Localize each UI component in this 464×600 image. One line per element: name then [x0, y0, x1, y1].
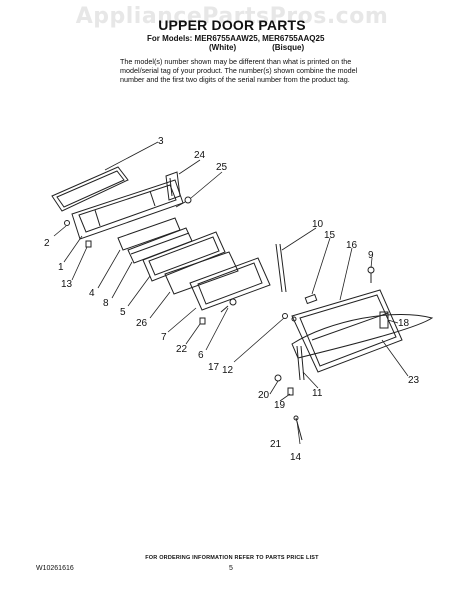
variant-bisque: (Bisque) — [272, 43, 305, 52]
part-9-screw — [367, 266, 375, 283]
watermark: AppliancePartsPros.com — [75, 4, 389, 29]
part-26-glass — [164, 251, 239, 295]
exploded-parts-diagram: 3 24 25 2 1 13 4 8 5 26 7 22 6 10 15 16 … — [44, 136, 434, 463]
callout-9: 9 — [368, 250, 374, 261]
models-line: For Models: MER6755AAW25, MER6755AAQ25 — [147, 34, 325, 43]
part-13-clip — [85, 240, 92, 248]
page-title: UPPER DOOR PARTS — [158, 17, 306, 33]
part-22-clip — [199, 317, 206, 325]
part-7-outer-door — [189, 257, 271, 311]
callout-8: 8 — [103, 298, 109, 309]
variant-white: (White) — [209, 43, 237, 52]
callout-1: 1 — [58, 262, 64, 273]
callout-2: 2 — [44, 238, 50, 249]
part-20-screw — [274, 374, 282, 382]
callout-6: 6 — [198, 350, 204, 361]
model-number-note: The model(s) number shown may be differe… — [120, 57, 358, 84]
callout-4: 4 — [89, 288, 95, 299]
callout-15: 15 — [324, 230, 336, 241]
part-2-screw — [64, 220, 70, 226]
callout-24: 24 — [194, 150, 206, 161]
callout-22: 22 — [176, 344, 188, 355]
callout-11: 11 — [312, 388, 323, 399]
callout-23: 23 — [408, 375, 420, 386]
document-number: W10261616 — [36, 565, 74, 572]
ordering-info: FOR ORDERING INFORMATION REFER TO PARTS … — [145, 555, 319, 561]
part-15-spacer — [304, 293, 318, 305]
callout-14: 14 — [290, 452, 302, 463]
part-10-bracket — [275, 243, 287, 293]
part-8-glass-pack — [127, 227, 193, 264]
callout-16: 16 — [346, 240, 358, 251]
callout-20: 20 — [258, 390, 270, 401]
callout-13: 13 — [61, 279, 73, 290]
part-11-bracket — [296, 345, 305, 381]
callout-7: 7 — [161, 332, 167, 343]
callout-12: 12 — [222, 365, 234, 376]
callout-25: 25 — [216, 162, 228, 173]
part-12-screw — [291, 316, 297, 322]
part-23-handle — [291, 313, 434, 359]
part-16-door-panel — [291, 289, 403, 373]
part-6-screw — [220, 298, 237, 313]
model-variants: (White) (Bisque) — [209, 43, 304, 52]
part-17-screw — [282, 313, 288, 319]
part-5-window-frame — [142, 231, 226, 282]
callout-3: 3 — [158, 136, 164, 147]
part-1-inner-frame — [71, 179, 184, 240]
callout-5: 5 — [120, 307, 126, 318]
part-3-gasket — [51, 166, 129, 212]
callout-10: 10 — [312, 219, 324, 230]
callout-19: 19 — [274, 400, 286, 411]
callout-17: 17 — [208, 362, 220, 373]
callout-18: 18 — [398, 318, 410, 329]
callout-26: 26 — [136, 318, 148, 329]
callout-21: 21 — [270, 439, 282, 450]
part-25-screw — [175, 196, 192, 208]
part-19-clip — [287, 387, 294, 396]
page-number: 5 — [229, 565, 233, 572]
